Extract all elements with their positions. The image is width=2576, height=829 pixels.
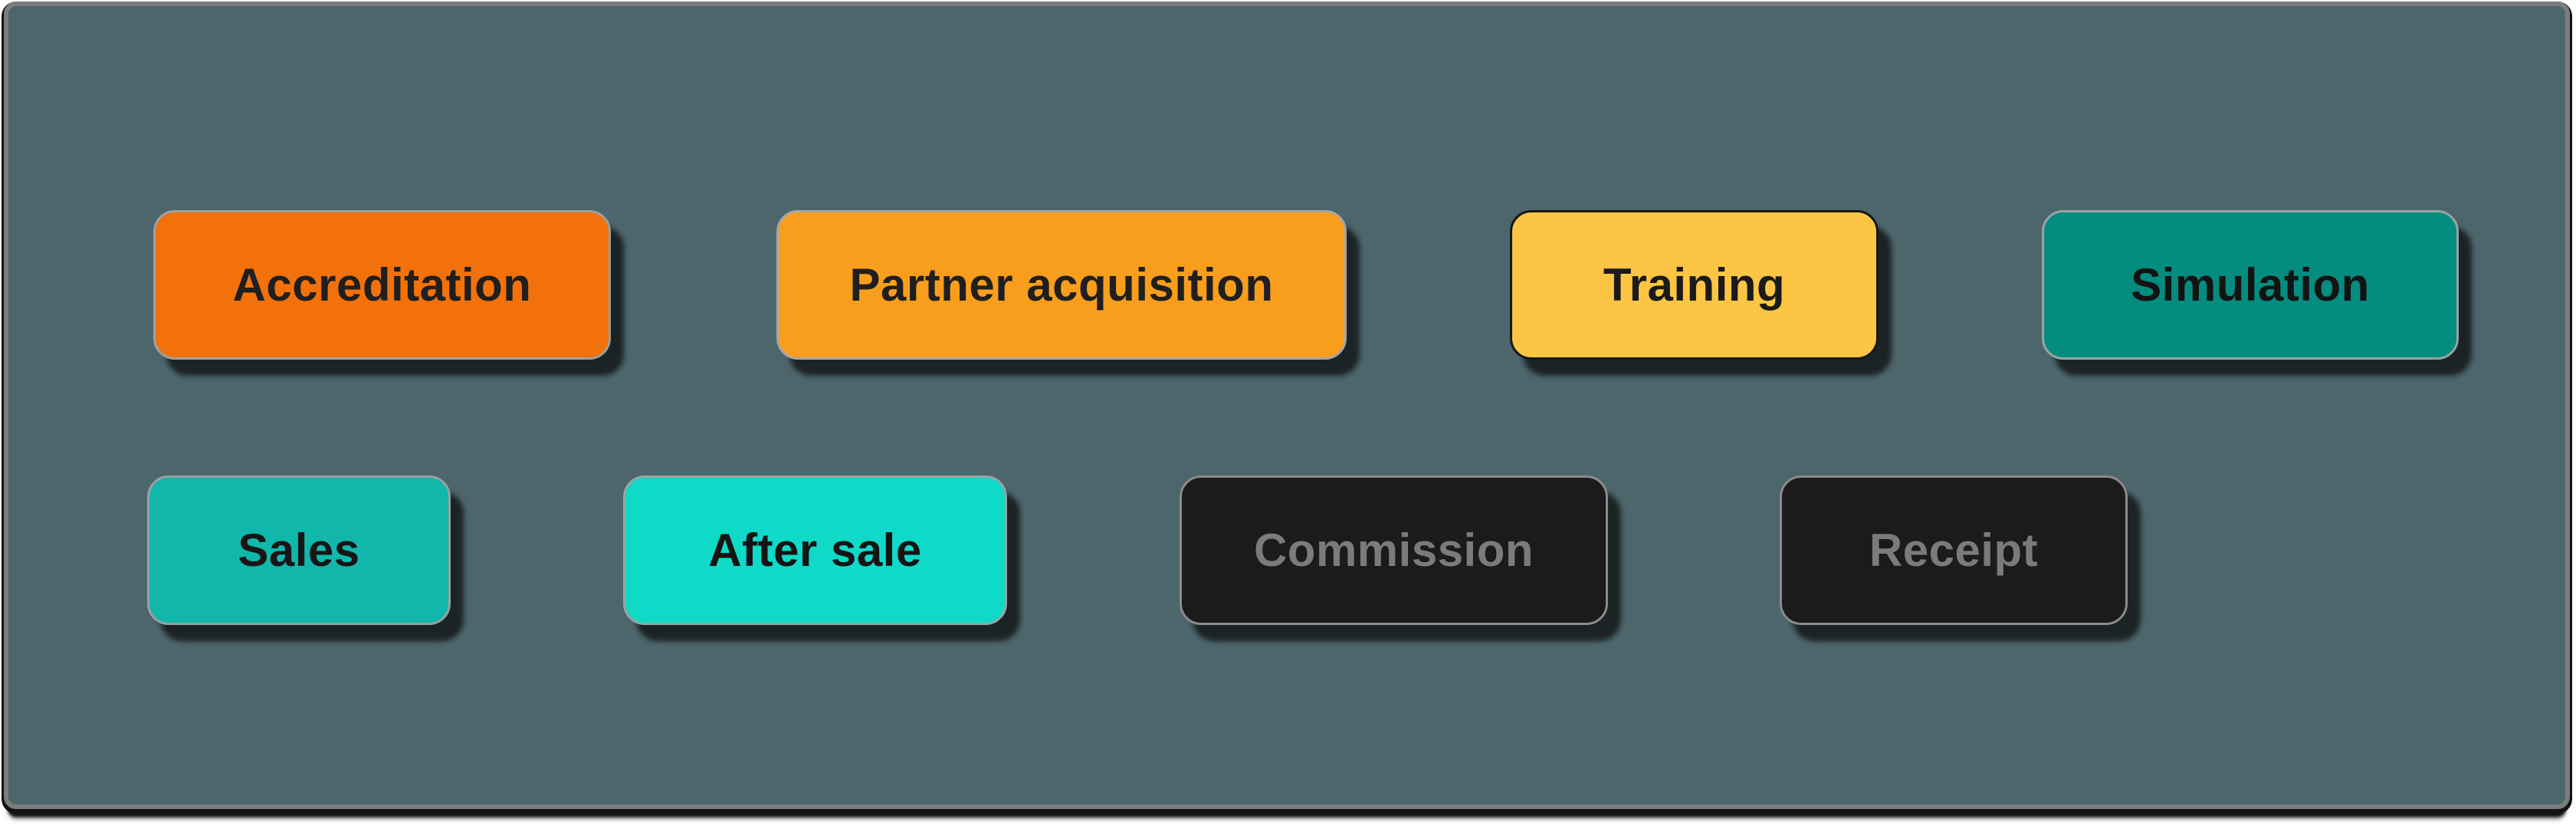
- diagram-canvas: [4, 2, 2570, 809]
- node-commission[interactable]: Commission: [1180, 475, 1608, 625]
- node-sales[interactable]: Sales: [147, 475, 451, 625]
- node-partner-acquisition[interactable]: Partner acquisition: [776, 210, 1347, 360]
- node-receipt[interactable]: Receipt: [1780, 475, 2128, 625]
- node-after-sale[interactable]: After sale: [623, 475, 1007, 625]
- node-simulation[interactable]: Simulation: [2042, 210, 2459, 360]
- node-training[interactable]: Training: [1510, 210, 1879, 360]
- node-accreditation[interactable]: Accreditation: [153, 210, 611, 360]
